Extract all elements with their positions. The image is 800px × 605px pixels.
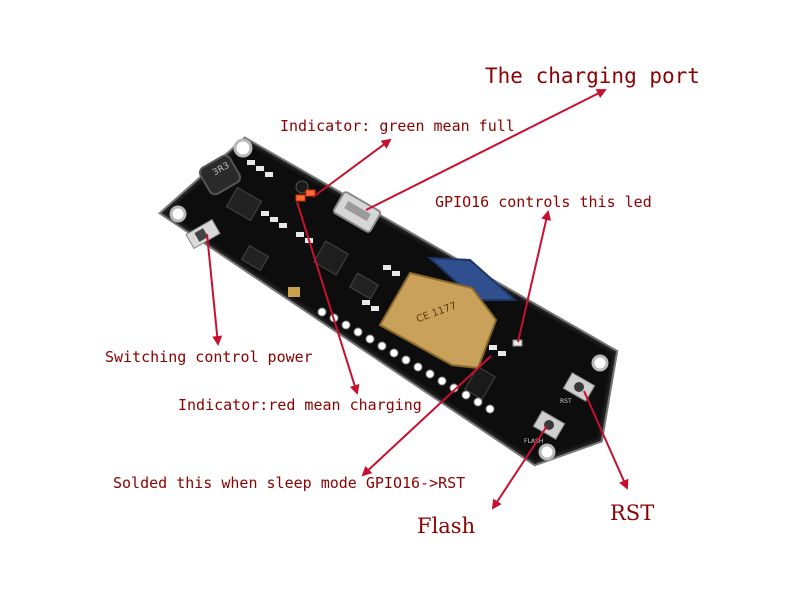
- charger-chip: [313, 240, 349, 276]
- label-switching-power: Switching control power: [105, 348, 313, 366]
- arrow-indicator-red: [296, 201, 360, 395]
- callout-arrows: [206, 89, 629, 510]
- smd-chip: [464, 366, 496, 400]
- arrow-flash: [491, 425, 548, 510]
- label-indicator-red: Indicator:red mean charging: [178, 396, 422, 414]
- tantalum-capacitor: [288, 287, 300, 297]
- arrow-charging-port: [365, 89, 607, 211]
- label-flash: Flash: [417, 514, 476, 538]
- label-solder-sleep: Solded this when sleep mode GPIO16->RST: [113, 474, 466, 492]
- inductor-3r3: 3R3: [198, 154, 242, 196]
- mounting-hole: [169, 205, 187, 223]
- smd-chip: [348, 272, 380, 300]
- arrow-gpio16-led: [517, 210, 552, 343]
- flash-silkscreen: FLASH: [524, 438, 543, 445]
- flash-button: [532, 410, 566, 440]
- esp-module: CE 1177: [378, 256, 518, 370]
- mounting-hole: [233, 138, 253, 158]
- arrow-switching-power: [206, 233, 223, 346]
- label-charging-port: The charging port: [485, 64, 700, 88]
- transistor: [240, 244, 270, 272]
- label-gpio16-led: GPIO16 controls this led: [435, 193, 652, 211]
- regulator-chip: [225, 186, 263, 222]
- arrow-solder-sleep: [361, 355, 492, 477]
- arrow-indicator-green: [312, 138, 392, 198]
- label-indicator-green: Indicator: green mean full: [280, 117, 515, 135]
- header-pins: [317, 307, 495, 414]
- capacitor: [295, 180, 309, 194]
- mounting-hole: [591, 354, 609, 372]
- charge-led-red: [295, 194, 306, 202]
- rst-silkscreen: RST: [560, 398, 572, 405]
- rst-button: [562, 372, 596, 402]
- mounting-hole: [538, 443, 556, 461]
- label-rst: RST: [610, 501, 655, 525]
- arrow-rst: [583, 390, 629, 490]
- micro-usb-port: [332, 191, 382, 233]
- charge-led-green: [305, 189, 316, 197]
